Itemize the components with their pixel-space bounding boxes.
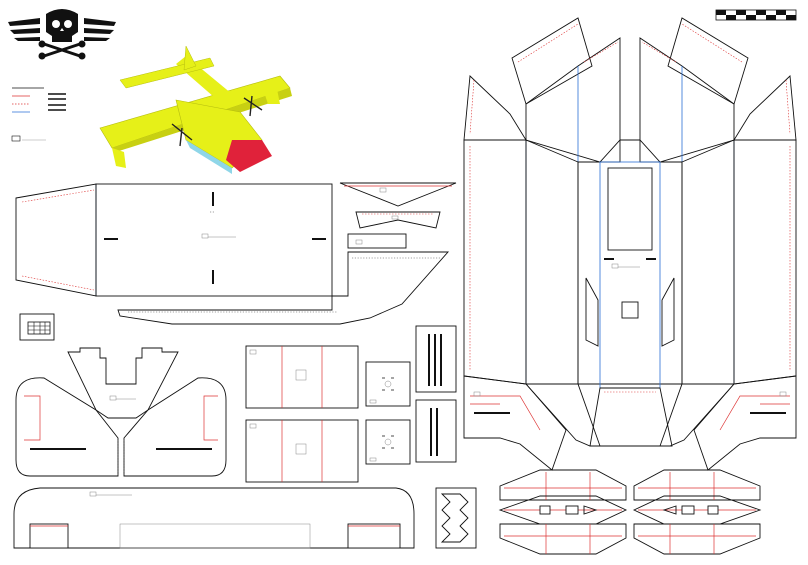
plane-preview bbox=[100, 46, 292, 174]
lower-wing-panel bbox=[14, 488, 414, 548]
tail-pieces bbox=[340, 183, 456, 228]
grid-piece bbox=[20, 314, 54, 340]
logo-skull-icon bbox=[8, 9, 116, 60]
fuselage-side-panel bbox=[16, 184, 448, 324]
legend bbox=[12, 88, 66, 141]
hull-panel bbox=[464, 18, 796, 470]
zigzag-part bbox=[436, 488, 476, 548]
float-parts bbox=[500, 470, 760, 554]
center-panels bbox=[246, 326, 456, 482]
wing-panel bbox=[16, 348, 226, 476]
scale-bar bbox=[716, 10, 796, 20]
